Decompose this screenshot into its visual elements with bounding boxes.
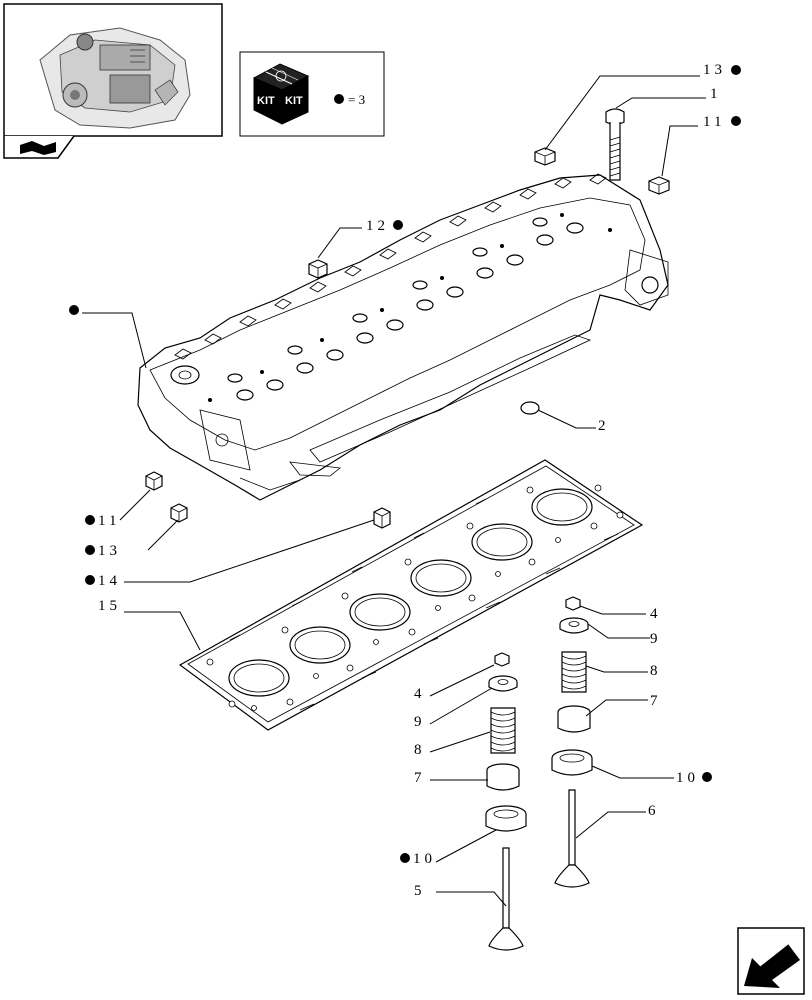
- callout-15: 15: [98, 598, 121, 614]
- svg-text:7: 7: [650, 693, 662, 709]
- dowel-14[interactable]: [373, 507, 391, 529]
- svg-text:10: 10: [413, 851, 436, 867]
- svg-text:7: 7: [414, 770, 426, 786]
- kit-bullet-icon: [731, 65, 741, 75]
- svg-text:13: 13: [703, 62, 726, 78]
- callout-6: 6: [648, 803, 660, 819]
- exhaust-valve-6[interactable]: [554, 789, 590, 888]
- leader-lines: [82, 75, 706, 907]
- svg-text:11: 11: [98, 513, 120, 529]
- valve-stem-seal-right[interactable]: [557, 705, 591, 733]
- svg-text:12: 12: [366, 218, 389, 234]
- plug-2[interactable]: [520, 401, 540, 415]
- callout-4-left: 4: [414, 686, 426, 702]
- cap-13-left[interactable]: [170, 503, 188, 523]
- svg-text:6: 6: [648, 803, 660, 819]
- valve-collet-left[interactable]: [494, 652, 510, 667]
- engine-thumbnail-image: [39, 27, 191, 129]
- spring-retainer-right[interactable]: [559, 617, 589, 634]
- svg-text:13: 13: [98, 543, 121, 559]
- svg-text:1: 1: [710, 86, 722, 102]
- valve-spring-left[interactable]: [490, 707, 516, 754]
- engine-thumbnail[interactable]: [3, 3, 223, 159]
- kit-box-icon: KIT KIT: [252, 63, 310, 125]
- kit-bullet-icon: [400, 853, 410, 863]
- svg-text:8: 8: [414, 742, 426, 758]
- valve-seat-right[interactable]: [551, 749, 593, 776]
- callout-10-right: 10: [676, 770, 712, 786]
- svg-text:4: 4: [414, 686, 426, 702]
- head-gasket[interactable]: [178, 459, 644, 731]
- kit-bullet-icon: [731, 116, 741, 126]
- callout-7-right: 7: [650, 693, 662, 709]
- kit-label-left: KIT: [257, 95, 275, 107]
- intake-valve-5[interactable]: [488, 847, 524, 951]
- callout-10-left: 10: [400, 851, 436, 867]
- book-icon: [20, 141, 56, 155]
- kit-bullet-icon: [334, 94, 344, 104]
- valve-stem-seal-left[interactable]: [486, 763, 520, 791]
- cap-11-top[interactable]: [648, 176, 670, 195]
- kit-bullet-icon: [702, 772, 712, 782]
- svg-text:4: 4: [650, 606, 662, 622]
- callout-14: 14: [85, 573, 121, 589]
- callout-7-left: 7: [414, 770, 426, 786]
- callout-13-top: 13: [703, 62, 741, 78]
- next-page-button[interactable]: [737, 927, 805, 995]
- callout-2: 2: [598, 418, 610, 434]
- svg-text:9: 9: [650, 631, 662, 647]
- svg-text:14: 14: [98, 573, 121, 589]
- callout-1: 1: [710, 86, 722, 102]
- kit-bullet-icon: [393, 220, 403, 230]
- svg-text:2: 2: [598, 418, 610, 434]
- head-bolt[interactable]: [605, 108, 625, 181]
- callout-8-right: 8: [650, 663, 662, 679]
- callout-11-top: 11: [703, 114, 741, 130]
- callout-8-left: 8: [414, 742, 426, 758]
- callout-head-bullet: [69, 305, 79, 315]
- kit-label-right: KIT: [285, 95, 303, 107]
- callout-9-left: 9: [414, 714, 426, 730]
- cap-11-left[interactable]: [145, 471, 163, 491]
- kit-equals-text: = 3: [348, 92, 365, 107]
- arrow-left-down-icon: [744, 943, 800, 988]
- callout-11-left: 11: [85, 513, 120, 529]
- callout-9-right: 9: [650, 631, 662, 647]
- kit-bullet-icon: [69, 305, 79, 315]
- svg-text:11: 11: [703, 114, 725, 130]
- valve-collet-right[interactable]: [565, 596, 581, 611]
- kit-bullet-icon: [85, 575, 95, 585]
- callout-5: 5: [414, 883, 426, 899]
- callout-12: 12: [366, 218, 403, 234]
- kit-bullet-icon: [85, 515, 95, 525]
- kit-legend: KIT KIT = 3: [239, 51, 385, 137]
- svg-text:5: 5: [414, 883, 426, 899]
- svg-text:9: 9: [414, 714, 426, 730]
- spring-retainer-left[interactable]: [488, 675, 518, 692]
- svg-text:10: 10: [676, 770, 699, 786]
- callout-13-left: 13: [85, 543, 121, 559]
- valve-seat-left[interactable]: [485, 805, 527, 832]
- kit-bullet-icon: [85, 545, 95, 555]
- svg-text:8: 8: [650, 663, 662, 679]
- svg-text:15: 15: [98, 598, 121, 614]
- cylinder-head[interactable]: [137, 173, 669, 501]
- callout-4-right: 4: [650, 606, 662, 622]
- valve-spring-right[interactable]: [561, 651, 587, 693]
- cap-13-top[interactable]: [534, 147, 556, 166]
- cap-12[interactable]: [308, 259, 328, 279]
